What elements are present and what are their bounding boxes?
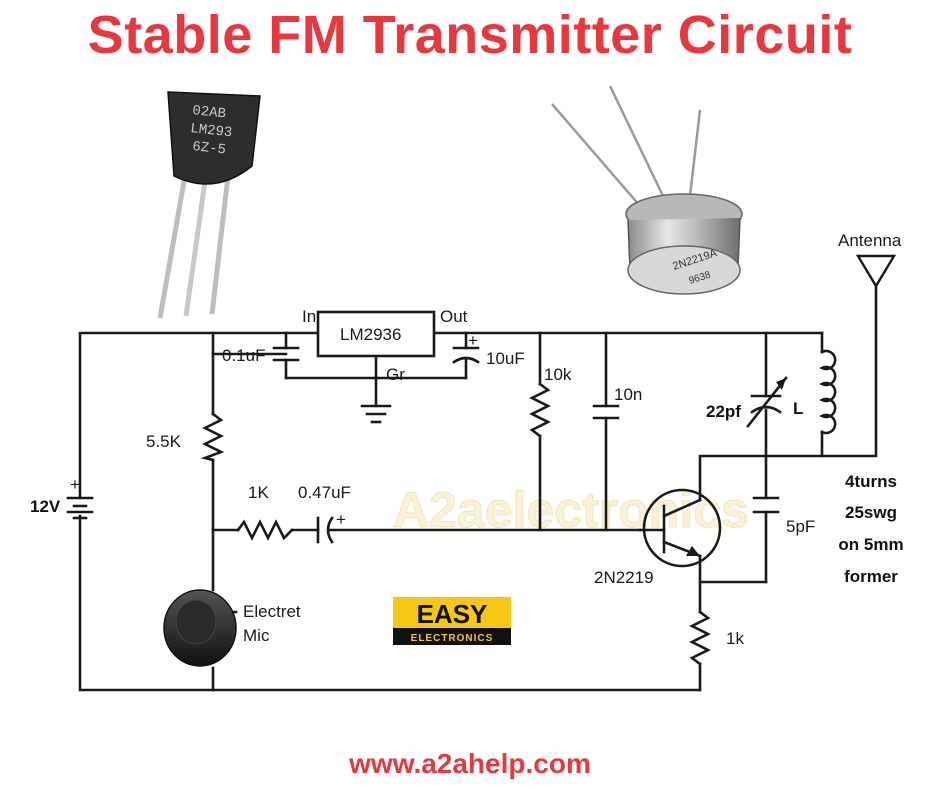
regulator-photo: 02AB LM293 6Z-5: [157, 91, 261, 319]
mic-label-line1: Electret: [243, 602, 301, 621]
page-title: Stable FM Transmitter Circuit: [87, 5, 853, 65]
capacitor-0-1uf: 0.1uF: [222, 346, 300, 365]
coil-note-line1: 4turns: [845, 472, 897, 491]
battery-label: 12V: [30, 497, 61, 516]
regulator-marking-1: 02AB: [191, 103, 226, 122]
logo-bottom-text: ELECTRONICS: [411, 633, 494, 644]
wires: [78, 284, 878, 692]
resistor-1k-input-label: 1K: [248, 483, 269, 502]
resistor-1k-emitter-label: 1k: [726, 629, 744, 648]
transistor-photo: 2N2219A 9638: [551, 85, 743, 295]
battery-plus: +: [70, 475, 80, 494]
capacitor-5pf-label: 5pF: [786, 517, 815, 536]
resistor-1k-input: 1K: [236, 483, 294, 541]
capacitor-10n-label: 10n: [614, 385, 642, 404]
resistor-5-5k: 5.5K: [146, 412, 225, 462]
battery-12v: + 12V: [30, 475, 94, 520]
resistor-5-5k-label: 5.5K: [146, 432, 182, 451]
trimmer-capacitor-22pf: 22pf: [706, 376, 788, 428]
logo-top-text: EASY: [417, 599, 488, 629]
regulator-out-label: Out: [440, 307, 468, 326]
inductor-label: L: [793, 399, 803, 418]
regulator-label: LM2936: [340, 325, 401, 344]
transistor-2n2219: 2N2219: [594, 488, 722, 587]
antenna: Antenna: [838, 231, 902, 289]
regulator-in-label: In: [302, 307, 316, 326]
mic-label-line2: Mic: [243, 626, 270, 645]
transistor-label: 2N2219: [594, 568, 654, 587]
capacitor-5pf: 5pF: [752, 496, 815, 536]
coil-note-line4: former: [844, 567, 898, 586]
trimmer-label: 22pf: [706, 402, 741, 421]
capacitor-10n: 10n: [592, 385, 642, 420]
capacitor-0-47uf-plus: +: [336, 510, 346, 529]
resistor-10k-label: 10k: [544, 365, 572, 384]
electret-mic: Electret Mic: [163, 589, 301, 667]
capacitor-0-1uf-label: 0.1uF: [222, 346, 265, 365]
capacitor-0-47uf: + 0.47uF: [298, 483, 351, 544]
inductor-coil: L: [793, 349, 837, 435]
ground-symbol: [360, 404, 392, 424]
coil-note: 4turns 25swg on 5mm former: [838, 472, 903, 586]
resistor-1k-emitter: 1k: [689, 610, 744, 666]
coil-note-line2: 25swg: [845, 503, 897, 522]
resistor-10k: 10k: [529, 365, 572, 438]
footer-url: www.a2ahelp.com: [349, 748, 591, 779]
capacitor-10uf-label: 10uF: [486, 349, 525, 368]
capacitor-10uf: + 10uF: [452, 331, 525, 368]
coil-note-line3: on 5mm: [838, 535, 903, 554]
regulator-marking-2: LM293: [189, 121, 232, 141]
regulator-ic: LM2936 In Out Gr: [302, 307, 468, 384]
capacitor-10uf-plus: +: [468, 331, 478, 350]
capacitor-0-47uf-label: 0.47uF: [298, 483, 351, 502]
regulator-marking-3: 6Z-5: [191, 139, 226, 158]
regulator-gnd-label: Gr: [386, 365, 405, 384]
easy-electronics-logo: EASY ELECTRONICS: [393, 597, 511, 645]
antenna-label: Antenna: [838, 231, 902, 250]
